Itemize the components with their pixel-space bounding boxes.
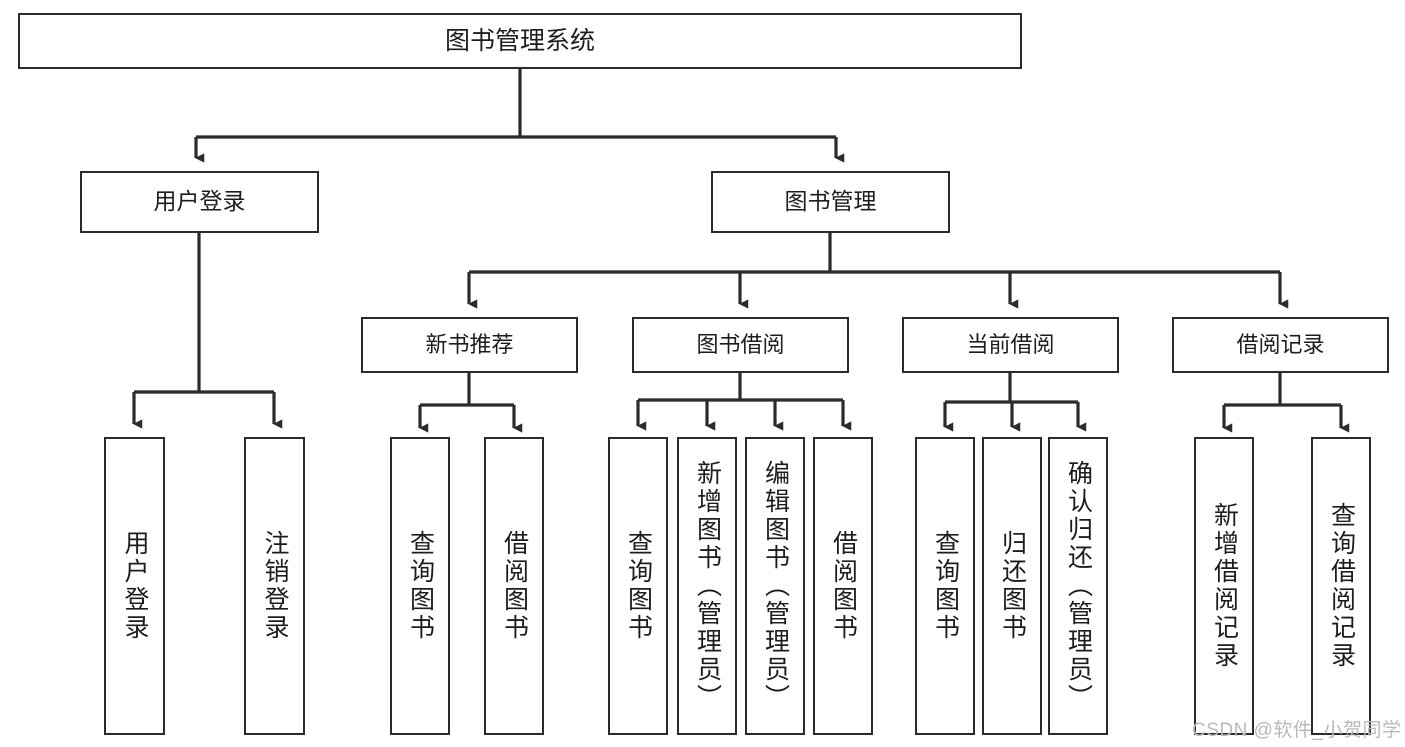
leaf-label: 用户登录 — [121, 530, 149, 642]
leaf-borrow-book[interactable]: 借阅图书 — [813, 437, 873, 735]
node-label: 用户登录 — [153, 188, 246, 215]
node-label: 新书推荐 — [425, 331, 514, 357]
node-label: 图书管理 — [784, 188, 877, 215]
leaf-label: 确认归还（管理员） — [1064, 460, 1093, 712]
leaf-return-book[interactable]: 归还图书 — [982, 437, 1042, 735]
node-new-book-recommend[interactable]: 新书推荐 — [361, 317, 578, 373]
leaf-label: 编辑图书（管理员） — [761, 460, 790, 712]
leaf-logout[interactable]: 注销登录 — [244, 437, 305, 735]
node-book-management[interactable]: 图书管理 — [711, 171, 950, 233]
node-label: 图书借阅 — [696, 331, 785, 357]
leaf-label: 查询图书 — [406, 530, 435, 642]
node-current-borrow[interactable]: 当前借阅 — [902, 317, 1119, 373]
leaf-label: 新增图书（管理员） — [693, 460, 722, 712]
leaf-borrow-book-recommend[interactable]: 借阅图书 — [484, 437, 544, 735]
leaf-label: 借阅图书 — [500, 530, 529, 642]
node-root-book-management-system[interactable]: 图书管理系统 — [18, 13, 1022, 69]
node-user-login[interactable]: 用户登录 — [80, 171, 319, 233]
leaf-label: 借阅图书 — [829, 530, 858, 642]
leaf-query-book-recommend[interactable]: 查询图书 — [390, 437, 450, 735]
csdn-watermark: CSDN @软件_小贺同学 — [1192, 720, 1402, 741]
leaf-query-borrow-record[interactable]: 查询借阅记录 — [1311, 437, 1371, 735]
node-borrow-record[interactable]: 借阅记录 — [1172, 317, 1389, 373]
leaf-label: 归还图书 — [998, 530, 1027, 642]
leaf-label: 查询借阅记录 — [1327, 502, 1356, 670]
leaf-confirm-return-admin[interactable]: 确认归还（管理员） — [1048, 437, 1108, 735]
leaf-edit-book-admin[interactable]: 编辑图书（管理员） — [745, 437, 805, 735]
leaf-query-book-borrow[interactable]: 查询图书 — [608, 437, 668, 735]
node-label: 借阅记录 — [1236, 331, 1325, 357]
leaf-query-book-current[interactable]: 查询图书 — [915, 437, 975, 735]
leaf-user-login[interactable]: 用户登录 — [104, 437, 165, 735]
leaf-label: 注销登录 — [261, 530, 289, 642]
leaf-label: 新增借阅记录 — [1210, 502, 1239, 670]
leaf-label: 查询图书 — [624, 530, 653, 642]
leaf-add-book-admin[interactable]: 新增图书（管理员） — [677, 437, 737, 735]
leaf-add-borrow-record[interactable]: 新增借阅记录 — [1194, 437, 1254, 735]
node-label: 图书管理系统 — [444, 27, 595, 55]
leaf-label: 查询图书 — [931, 530, 960, 642]
node-book-borrow[interactable]: 图书借阅 — [632, 317, 849, 373]
node-label: 当前借阅 — [966, 331, 1055, 357]
